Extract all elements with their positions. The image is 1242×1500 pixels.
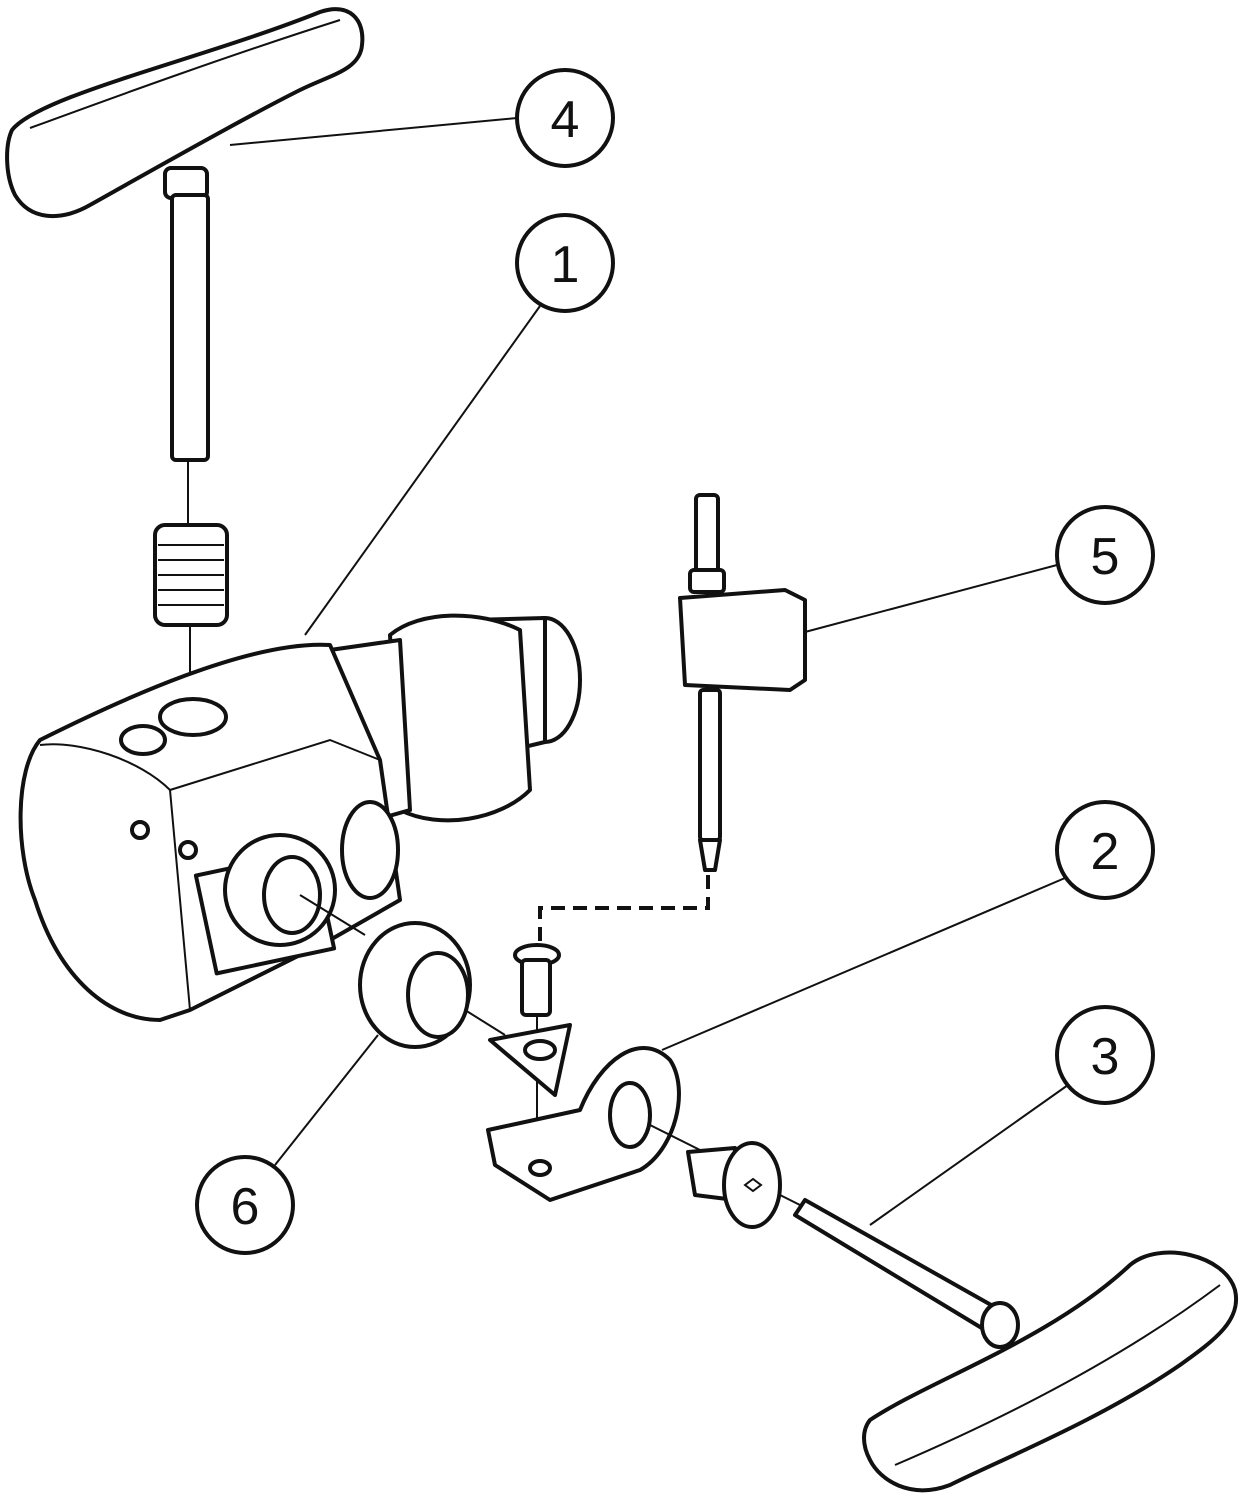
- cartridge-screw: [686, 1141, 801, 1229]
- callout-2: 2: [1055, 800, 1155, 900]
- callout-3: 3: [1055, 1005, 1155, 1105]
- callout-label: 3: [1091, 1028, 1120, 1086]
- adjustment-ring: [358, 921, 506, 1049]
- insert-cartridge: [486, 1023, 701, 1202]
- callout-1: 1: [515, 213, 615, 313]
- flag-torx-key: [538, 493, 807, 950]
- leader-lines: [229, 117, 1069, 1226]
- callout-label: 4: [551, 91, 580, 149]
- callout-label: 1: [551, 236, 580, 294]
- insert-screw: [513, 943, 561, 1170]
- t-handle-top: [5, 7, 365, 525]
- tool-body: [18, 613, 582, 1022]
- set-screw: [153, 523, 229, 700]
- callout-label: 6: [231, 1178, 260, 1236]
- t-handle-bottom: [793, 1198, 1239, 1493]
- callout-label: 5: [1091, 528, 1120, 586]
- callout-5: 5: [1055, 505, 1155, 605]
- callout-6: 6: [195, 1155, 295, 1255]
- callout-4: 4: [515, 68, 615, 168]
- callout-label: 2: [1091, 823, 1120, 881]
